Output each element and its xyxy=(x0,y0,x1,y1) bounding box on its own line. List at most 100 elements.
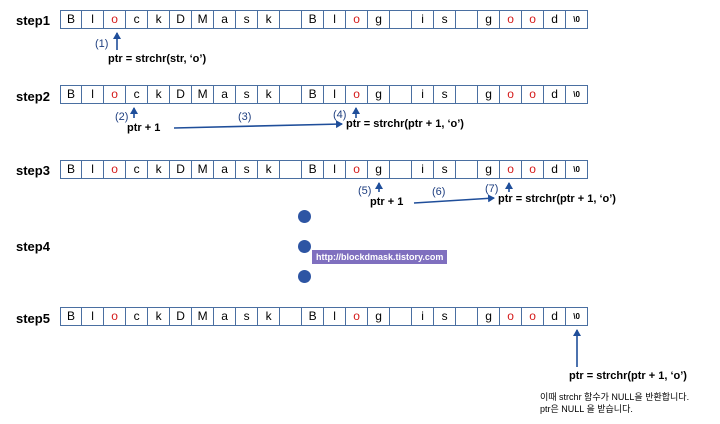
char-cell: o xyxy=(522,160,545,179)
char-cell: o xyxy=(104,85,127,104)
ellipsis-dot-2 xyxy=(298,240,311,253)
char-cell xyxy=(280,85,303,104)
step3-number-5: (5) xyxy=(358,185,372,197)
char-cell: o xyxy=(346,307,369,326)
char-cell: \0 xyxy=(566,10,589,29)
char-cell: a xyxy=(214,85,237,104)
step3-expression: ptr = strchr(ptr + 1, ‘o’) xyxy=(498,193,616,205)
char-cell: d xyxy=(544,10,567,29)
char-cell: B xyxy=(302,10,325,29)
char-cell: k xyxy=(148,10,171,29)
char-cell: k xyxy=(258,160,281,179)
char-cell: o xyxy=(522,85,545,104)
char-cell xyxy=(456,160,479,179)
char-cell: i xyxy=(412,10,435,29)
char-cell: k xyxy=(258,10,281,29)
char-cell: o xyxy=(104,160,127,179)
char-cell: l xyxy=(82,160,105,179)
char-cell: k xyxy=(148,307,171,326)
ellipsis-dot-3 xyxy=(298,270,311,283)
char-cell: a xyxy=(214,160,237,179)
char-cell: d xyxy=(544,307,567,326)
char-cell: o xyxy=(500,85,523,104)
char-cell: D xyxy=(170,307,193,326)
char-cell: M xyxy=(192,160,215,179)
char-cell: M xyxy=(192,10,215,29)
char-cell xyxy=(390,307,413,326)
char-cell: g xyxy=(368,10,391,29)
char-cell: d xyxy=(544,160,567,179)
char-cell: D xyxy=(170,160,193,179)
step1-label: step1 xyxy=(16,13,50,28)
result-note-line-2: ptr은 NULL 을 받습니다. xyxy=(540,404,633,414)
char-cell: s xyxy=(236,160,259,179)
char-cell: g xyxy=(368,85,391,104)
step1-number: (1) xyxy=(95,38,109,50)
char-cell xyxy=(280,10,303,29)
char-cell: g xyxy=(478,307,501,326)
char-cell: s xyxy=(434,307,457,326)
char-cell: o xyxy=(500,160,523,179)
char-cell: B xyxy=(60,85,83,104)
char-cell: \0 xyxy=(566,85,589,104)
char-cell: s xyxy=(236,307,259,326)
char-cell: g xyxy=(478,10,501,29)
char-cell: l xyxy=(324,160,347,179)
step5-expression: ptr = strchr(ptr + 1, ‘o’) xyxy=(569,370,687,382)
char-cell: a xyxy=(214,10,237,29)
step3-ptr-plus: ptr + 1 xyxy=(370,196,404,208)
step3-label: step3 xyxy=(16,163,50,178)
step2-number-3: (3) xyxy=(238,111,252,123)
char-cell: B xyxy=(60,307,83,326)
step2-number-4: (4) xyxy=(333,109,347,121)
char-cell: l xyxy=(82,307,105,326)
char-cell: s xyxy=(434,10,457,29)
step2-expression: ptr = strchr(ptr + 1, ‘o’) xyxy=(346,118,464,130)
char-cell: a xyxy=(214,307,237,326)
char-cell xyxy=(456,10,479,29)
char-cell xyxy=(280,307,303,326)
char-cell: l xyxy=(324,307,347,326)
char-cell: o xyxy=(346,85,369,104)
char-cell: i xyxy=(412,85,435,104)
char-cell: D xyxy=(170,10,193,29)
step2-ptr-plus: ptr + 1 xyxy=(127,122,161,134)
char-cell: B xyxy=(60,10,83,29)
char-cell: o xyxy=(346,10,369,29)
step5-label: step5 xyxy=(16,311,50,326)
char-cell: D xyxy=(170,85,193,104)
char-cell: l xyxy=(82,85,105,104)
char-cell: o xyxy=(522,307,545,326)
step3-number-7: (7) xyxy=(485,183,499,195)
step4-label: step4 xyxy=(16,239,50,254)
char-cell: \0 xyxy=(566,307,589,326)
char-cell: d xyxy=(544,85,567,104)
move-arrow-step3 xyxy=(413,194,495,204)
char-cell: i xyxy=(412,160,435,179)
char-cell: l xyxy=(82,10,105,29)
char-cell: l xyxy=(324,85,347,104)
char-cell: s xyxy=(434,85,457,104)
char-cell: k xyxy=(258,85,281,104)
char-cell: o xyxy=(500,10,523,29)
char-cell: o xyxy=(500,307,523,326)
char-cell xyxy=(280,160,303,179)
char-cell: i xyxy=(412,307,435,326)
char-cell: B xyxy=(302,85,325,104)
char-cell xyxy=(456,85,479,104)
step2-label: step2 xyxy=(16,89,50,104)
char-cell: g xyxy=(478,85,501,104)
char-cell: l xyxy=(324,10,347,29)
char-cell xyxy=(390,85,413,104)
char-cell: c xyxy=(126,160,149,179)
step2-number-2: (2) xyxy=(115,111,129,123)
char-cell: o xyxy=(104,10,127,29)
char-cell: o xyxy=(346,160,369,179)
char-cell: M xyxy=(192,307,215,326)
char-cell: s xyxy=(236,10,259,29)
char-cell xyxy=(390,10,413,29)
